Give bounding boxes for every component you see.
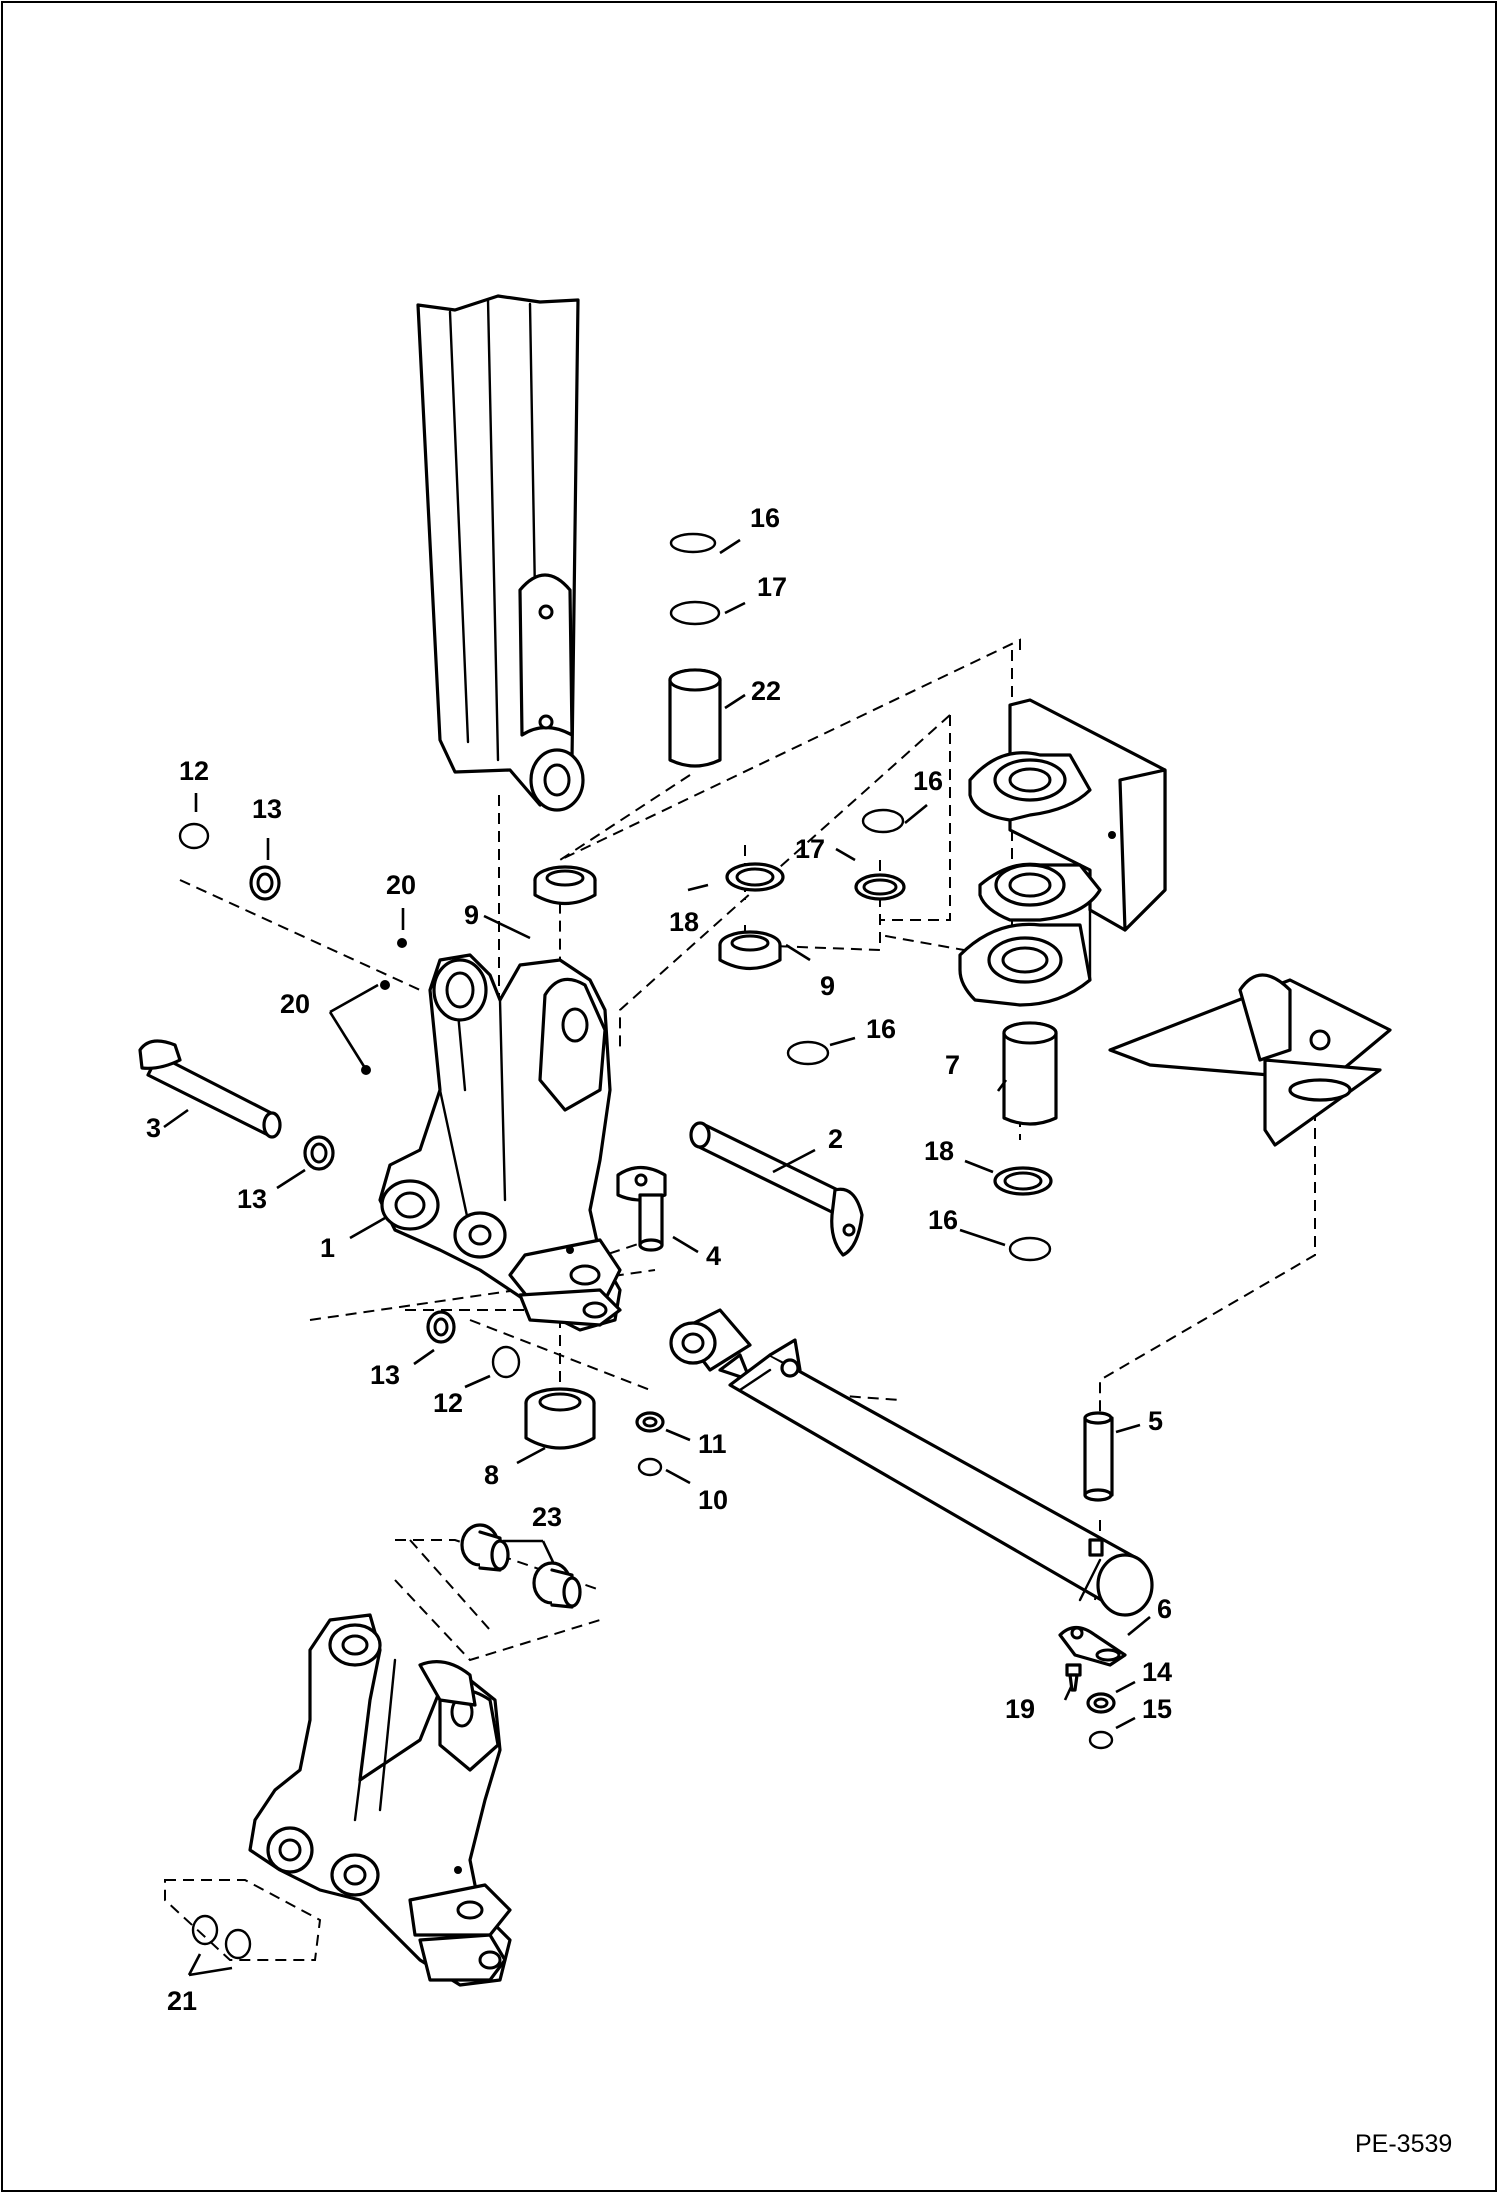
pivot-pin-3 [138,1039,282,1139]
callout-12: 12 [179,756,209,786]
leader-lines [163,538,1151,1977]
callout-16: 16 [928,1205,958,1235]
callout-16: 16 [913,766,943,796]
plate-6 [1058,1625,1127,1667]
swing-bracket-alt [248,1613,512,1987]
callout-9: 9 [464,900,479,930]
callout-3: 3 [146,1113,161,1143]
callout-13: 13 [237,1184,267,1214]
callout-19: 19 [1005,1694,1035,1724]
figure-id: PE-3539 [1355,2130,1452,2158]
callout-5: 5 [1148,1406,1163,1436]
callout-12: 12 [433,1388,463,1418]
callout-22: 22 [751,676,781,706]
callout-14: 14 [1142,1657,1172,1687]
pin-5 [1083,1411,1114,1502]
callout-8: 8 [484,1460,499,1490]
callout-18: 18 [669,907,699,937]
callout-7: 7 [945,1050,960,1080]
lock-pin-4 [616,1165,667,1252]
callout-15: 15 [1142,1694,1172,1724]
callouts: 16 17 22 12 13 20 9 20 3 13 1 2 4 13 12 … [146,503,1172,2016]
callout-9: 9 [820,971,835,1001]
bushing-9-left [533,865,597,905]
callout-20: 20 [280,989,310,1019]
boom-arm [416,294,585,812]
callout-17: 17 [795,834,825,864]
flange-bushings-23 [460,1523,582,1609]
screw-19 [1065,1663,1082,1692]
bushing-9-right [718,930,782,970]
callout-4: 4 [706,1241,721,1271]
callout-17: 17 [757,572,787,602]
pivot-pin-2 [689,1121,864,1257]
callout-16: 16 [750,503,780,533]
callout-13: 13 [370,1360,400,1390]
callout-10: 10 [698,1485,728,1515]
pin-22 [668,668,722,768]
callout-13: 13 [252,794,282,824]
callout-11: 11 [698,1429,727,1459]
callout-23: 23 [532,1502,562,1532]
mounting-plate [1108,973,1392,1147]
pin-7 [1002,1021,1058,1126]
clevis-bracket [958,698,1167,1007]
callout-18: 18 [924,1136,954,1166]
callout-21: 21 [167,1986,197,2016]
callout-2: 2 [828,1124,843,1154]
callout-1: 1 [320,1233,335,1263]
washers-and-rings [178,532,1116,1750]
bushing-8 [524,1387,596,1450]
callout-6: 6 [1157,1594,1172,1624]
swing-bracket [378,953,622,1332]
rings-21 [191,1914,252,1960]
callout-16: 16 [866,1014,896,1044]
hydraulic-cylinder [669,1308,1154,1617]
callout-20: 20 [386,870,416,900]
